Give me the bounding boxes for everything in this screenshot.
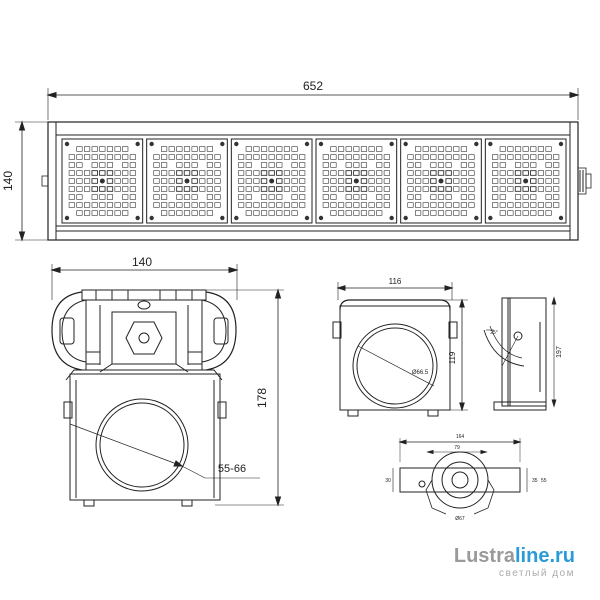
side-width-label: 140 xyxy=(132,255,152,269)
watermark: Lustraline.ru светлый дом xyxy=(454,545,575,579)
top-left-label: 30 xyxy=(385,478,391,484)
top-bottom-label: Ø67 xyxy=(455,516,465,522)
led-module xyxy=(61,138,144,224)
front-width-label: 652 xyxy=(303,79,323,93)
top-width-label: 164 xyxy=(456,434,465,440)
top-clamp-view xyxy=(392,438,528,515)
clamp-height-label: 197 xyxy=(556,346,563,358)
led-module xyxy=(484,138,567,224)
watermark-brand-b: line.ru xyxy=(515,545,575,567)
side-height-label: 178 xyxy=(255,388,269,408)
front-view xyxy=(15,88,592,242)
front-height-label: 140 xyxy=(1,171,15,191)
watermark-tagline: светлый дом xyxy=(499,568,575,579)
clamp-side-view xyxy=(483,296,557,411)
watermark-brand-a: Lustra xyxy=(454,545,516,567)
clamp-angle-label: 25° xyxy=(490,330,498,336)
top-right-label-b: 55 xyxy=(541,478,547,484)
led-module xyxy=(230,138,313,224)
top-inner-label: 79 xyxy=(454,445,460,451)
bracket-view xyxy=(332,282,468,417)
led-module xyxy=(146,138,228,224)
top-right-label-a: 35 xyxy=(532,478,538,484)
pipe-diameter-label: 55-66 xyxy=(218,463,246,475)
led-module xyxy=(315,138,398,224)
bracket-height-label: 119 xyxy=(448,351,457,364)
led-module xyxy=(400,138,482,224)
bracket-width-label: 116 xyxy=(389,277,402,286)
side-view xyxy=(50,264,284,507)
bracket-diameter-label: Ø66.5 xyxy=(412,370,429,376)
svg-text:Lustraline.ru: Lustraline.ru xyxy=(454,545,575,567)
